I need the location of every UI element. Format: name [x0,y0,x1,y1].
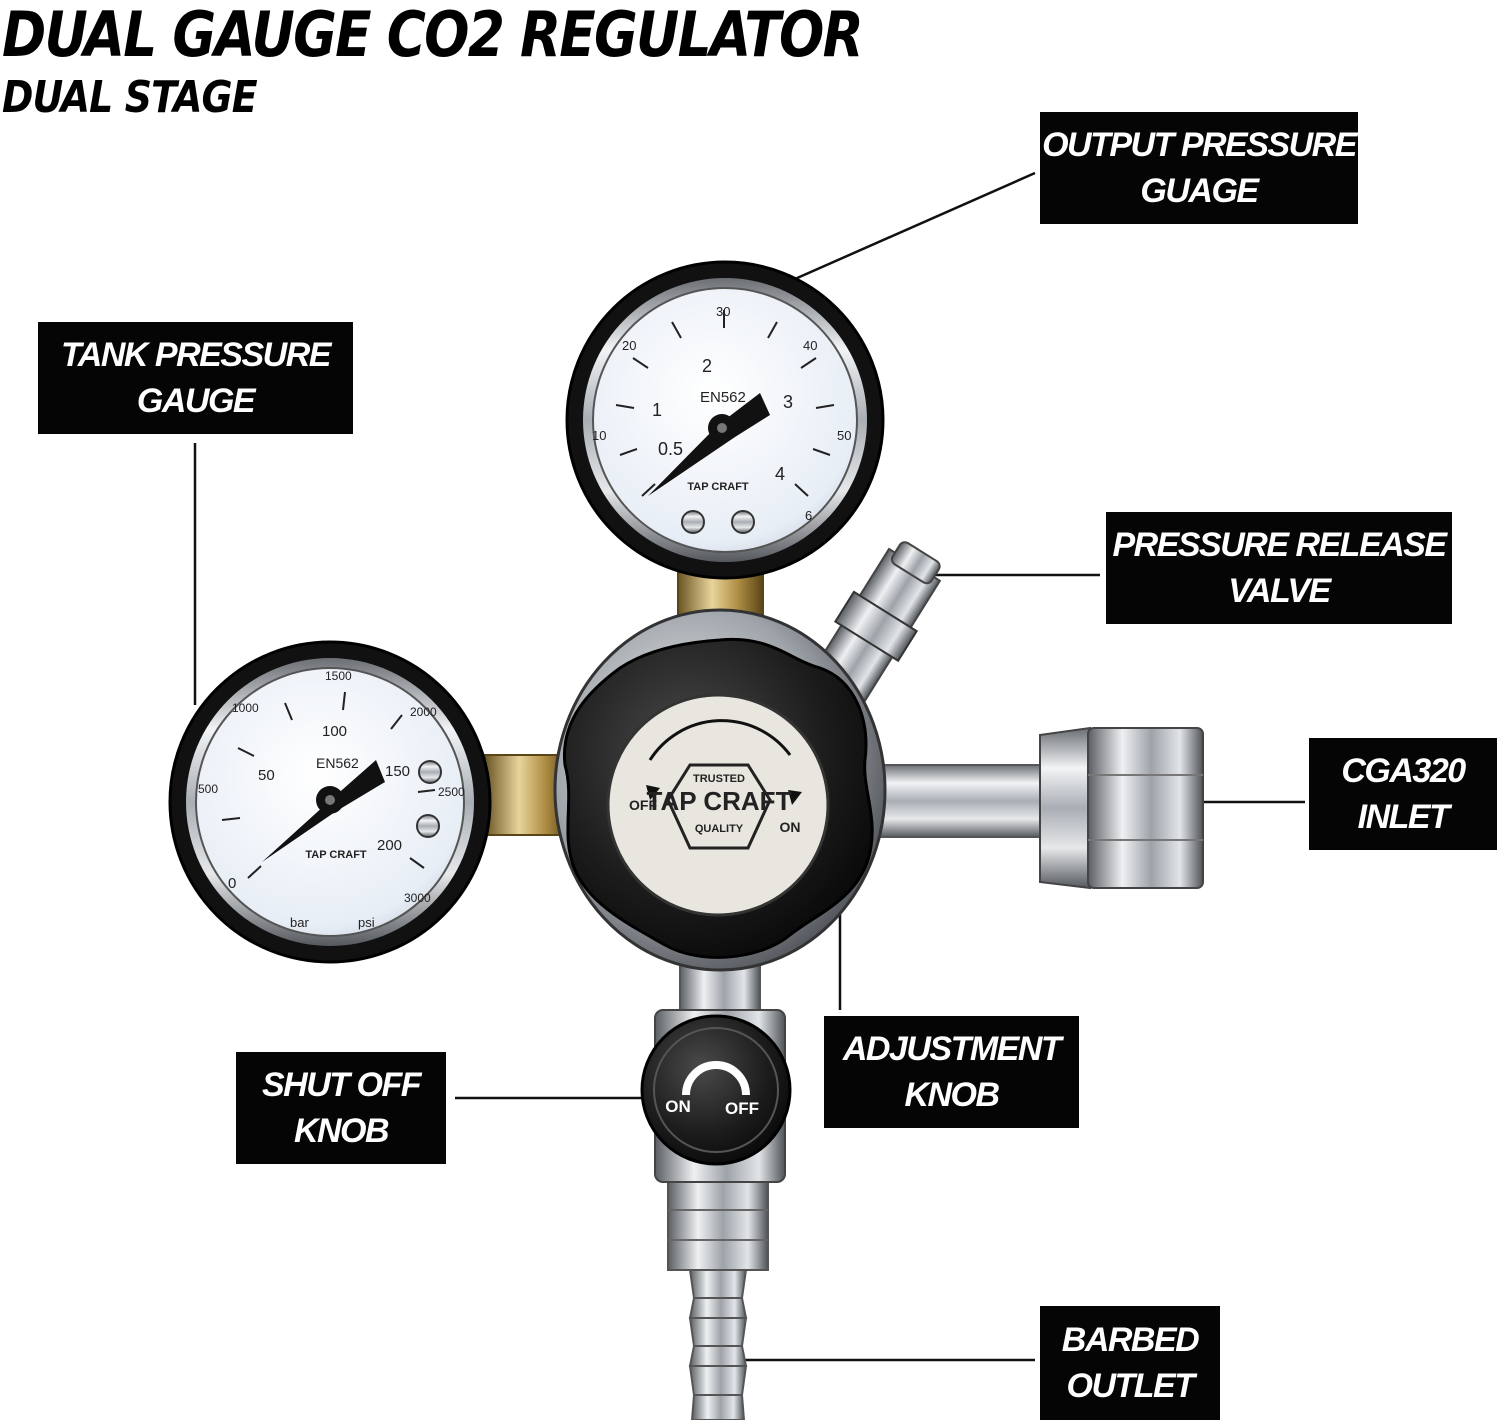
brand-bottom-label: QUALITY [695,823,744,835]
output-gauge-ticks [615,310,835,497]
tank-outer-tick-4: 2500 [438,785,465,799]
tank-gauge-screw [418,760,442,784]
callout-shutoff-line-1: SHUT OFF [262,1066,421,1104]
cga320-inlet-fitting [869,726,1204,890]
output-gauge-needle [648,393,770,496]
shutoff-knob[interactable]: ON OFF [640,1014,792,1166]
output-outer-tick-2: 30 [716,304,730,319]
tank-gauge-unit-psi: psi [358,915,375,930]
output-tick-1: 1 [652,400,662,420]
tank-tick-4: 200 [377,837,402,854]
shutoff-off-label: OFF [725,1099,759,1118]
tank-gauge-screw [416,814,440,838]
output-tick-0: 0.5 [658,439,683,459]
tank-tick-0: 0 [228,875,236,892]
output-outer-tick-0: 10 [592,428,606,443]
callout-pressure-release-valve: PRESSURE RELEASE VALVE [1106,512,1452,624]
tank-outer-tick-5: 3000 [404,891,431,905]
page-title: DUAL GAUGE CO2 REGULATOR [2,0,864,71]
tank-pressure-gauge: 0 50 100 150 200 500 1000 1500 2000 2500… [168,640,492,964]
tank-outer-tick-0: 500 [198,782,218,796]
callout-shutoff-line-2: KNOB [293,1112,390,1150]
output-gauge-brand: TAP CRAFT [687,481,749,493]
callout-output-pressure-gauge: OUTPUT PRESSURE GUAGE [1040,112,1358,224]
output-outer-tick-5: 6 [805,508,812,523]
output-tick-2: 2 [702,356,712,376]
callout-release-line-1: PRESSURE RELEASE [1112,526,1447,564]
adjustment-knob[interactable]: TRUSTED TAP CRAFT QUALITY OFF ON [562,637,874,959]
callout-tank-pressure-gauge: TANK PRESSURE GAUGE [38,322,353,434]
callout-adjustment-line-1: ADJUSTMENT [842,1030,1062,1068]
callout-tank-line-1: TANK PRESSURE [61,336,331,374]
output-gauge-screw [731,510,755,534]
callout-adjustment-line-2: KNOB [904,1076,1000,1114]
output-outer-tick-3: 40 [803,338,817,353]
leader-lines [193,171,1305,1362]
callout-adjustment-knob: ADJUSTMENT KNOB [824,1016,1079,1128]
tank-outer-tick-1: 1000 [232,701,259,715]
output-gauge-model: EN562 [700,389,746,406]
tank-tick-2: 100 [322,723,347,740]
pressure-release-valve [802,541,942,718]
output-outer-tick-1: 20 [622,338,636,353]
output-tick-4: 4 [775,464,785,484]
adjustment-on-label: ON [780,819,801,835]
callout-inlet-line-1: CGA320 [1341,752,1466,790]
tank-gauge-brand: TAP CRAFT [305,849,367,861]
output-pressure-gauge: 0.5 1 2 3 4 10 20 30 40 50 6 EN562 TAP C… [565,260,885,580]
tank-gauge-ticks [221,691,436,879]
adjustment-off-label: OFF [629,797,657,813]
tank-gauge-unit-bar: bar [290,915,309,930]
output-tick-3: 3 [783,392,793,412]
tank-gauge-model: EN562 [316,755,359,771]
callout-tank-line-2: GAUGE [136,382,256,420]
output-outer-tick-4: 50 [837,428,851,443]
page-subtitle: DUAL STAGE [2,72,258,123]
callout-barbed-line-1: BARBED [1061,1321,1200,1359]
callout-cga320-inlet: CGA320 INLET [1309,738,1497,850]
output-gauge-screw [681,510,705,534]
callout-barbed-line-2: OUTLET [1066,1367,1195,1405]
shutoff-on-label: ON [665,1097,691,1116]
barbed-outlet-fitting [667,1179,769,1420]
callout-inlet-line-2: INLET [1357,798,1450,836]
brand-name-label: TAP CRAFT [647,786,792,816]
callout-output-line-1: OUTPUT PRESSURE [1042,126,1357,164]
tank-tick-3: 150 [385,763,410,780]
tank-outer-tick-3: 2000 [410,705,437,719]
callout-shutoff-knob: SHUT OFF KNOB [236,1052,446,1164]
tank-outer-tick-2: 1500 [325,669,352,683]
callout-barbed-outlet: BARBED OUTLET [1040,1306,1220,1420]
tank-tick-1: 50 [258,767,275,784]
callout-release-line-2: VALVE [1228,572,1331,610]
leader-output-gauge [769,171,1036,292]
brand-top-label: TRUSTED [693,773,745,785]
callout-output-line-2: GUAGE [1140,172,1259,210]
